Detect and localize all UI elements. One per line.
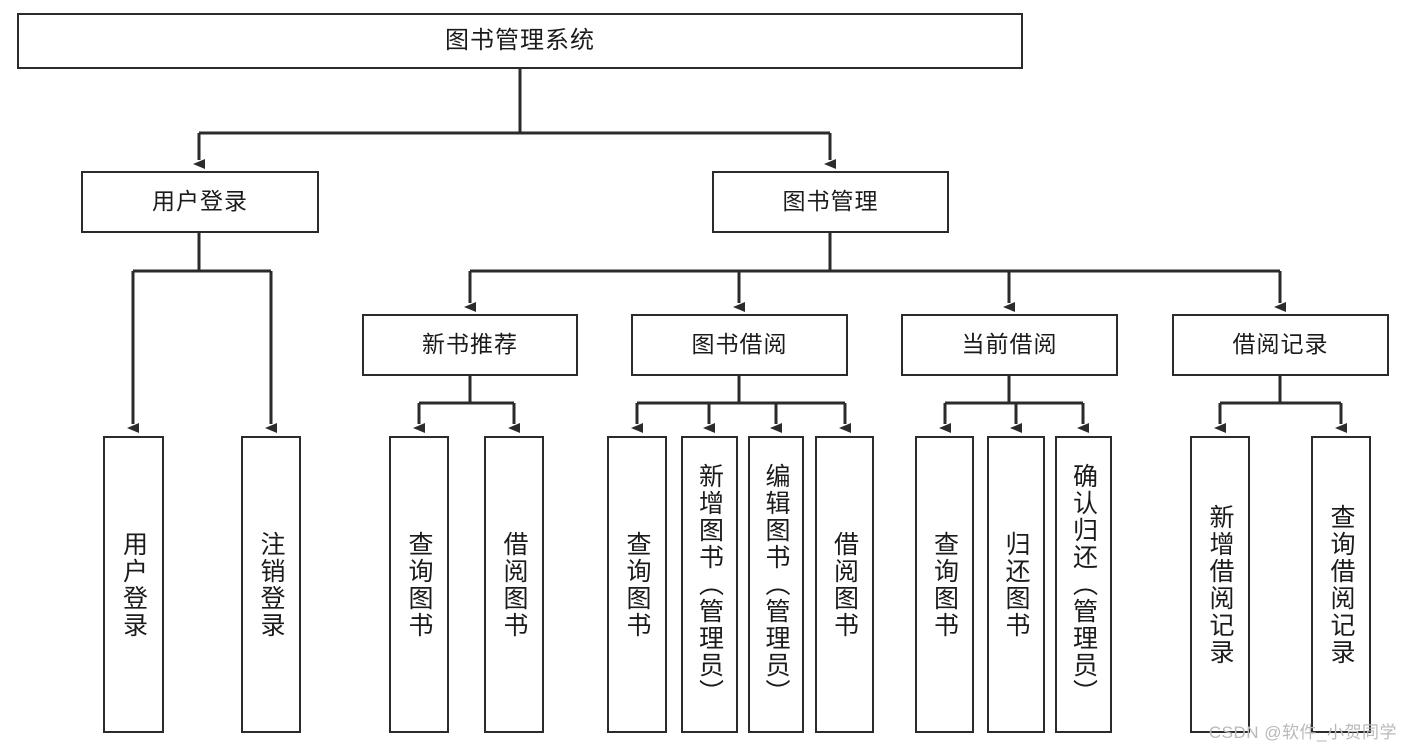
- node-current-borrow[interactable]: 当前借阅: [901, 314, 1118, 376]
- watermark: CSDN @软件_小贺同学: [1208, 723, 1397, 742]
- node-root[interactable]: 图书管理系统: [17, 13, 1023, 69]
- node-leaf-query-book-2[interactable]: 查询图书: [607, 436, 667, 733]
- node-book-manage-label: 图书管理: [782, 188, 879, 215]
- node-leaf-edit-book[interactable]: 编辑图书（管理员）: [748, 436, 804, 733]
- node-leaf-query-book-1-label: 查询图书: [405, 530, 433, 639]
- node-leaf-query-book-3[interactable]: 查询图书: [915, 436, 974, 733]
- node-leaf-return-book[interactable]: 归还图书: [987, 436, 1045, 733]
- node-leaf-logout-login-label: 注销登录: [257, 530, 285, 639]
- node-leaf-borrow-book-1-label: 借阅图书: [500, 530, 528, 639]
- node-leaf-logout-login[interactable]: 注销登录: [241, 436, 301, 733]
- node-root-label: 图书管理系统: [445, 26, 595, 54]
- node-book-borrow[interactable]: 图书借阅: [631, 314, 848, 376]
- node-leaf-add-record-label: 新增借阅记录: [1206, 503, 1234, 666]
- node-leaf-user-login-label: 用户登录: [119, 530, 148, 639]
- node-user-login[interactable]: 用户登录: [81, 171, 319, 233]
- node-current-borrow-label: 当前借阅: [961, 331, 1058, 358]
- node-leaf-add-book[interactable]: 新增图书（管理员）: [681, 436, 738, 733]
- node-leaf-query-book-1[interactable]: 查询图书: [389, 436, 449, 733]
- node-user-login-label: 用户登录: [152, 188, 248, 215]
- node-borrow-record[interactable]: 借阅记录: [1172, 314, 1389, 376]
- node-leaf-user-login[interactable]: 用户登录: [103, 436, 164, 733]
- node-leaf-add-book-label: 新增图书（管理员）: [695, 463, 724, 706]
- node-leaf-return-book-label: 归还图书: [1002, 530, 1030, 639]
- node-leaf-borrow-book-1[interactable]: 借阅图书: [484, 436, 544, 733]
- node-new-book-rec-label: 新书推荐: [422, 331, 518, 358]
- node-borrow-record-label: 借阅记录: [1232, 331, 1329, 358]
- node-leaf-query-record[interactable]: 查询借阅记录: [1311, 436, 1371, 733]
- node-leaf-confirm-return-label: 确认归还（管理员）: [1069, 463, 1098, 706]
- node-book-borrow-label: 图书借阅: [691, 331, 788, 358]
- node-leaf-add-record[interactable]: 新增借阅记录: [1190, 436, 1250, 733]
- node-new-book-rec[interactable]: 新书推荐: [362, 314, 578, 376]
- node-leaf-edit-book-label: 编辑图书（管理员）: [762, 463, 790, 706]
- node-leaf-borrow-book-2-label: 借阅图书: [830, 530, 859, 639]
- node-leaf-borrow-book-2[interactable]: 借阅图书: [815, 436, 874, 733]
- node-leaf-query-record-label: 查询借阅记录: [1327, 503, 1355, 666]
- node-leaf-query-book-3-label: 查询图书: [930, 530, 959, 639]
- node-leaf-confirm-return[interactable]: 确认归还（管理员）: [1055, 436, 1112, 733]
- node-book-manage[interactable]: 图书管理: [712, 171, 949, 233]
- node-leaf-query-book-2-label: 查询图书: [623, 530, 651, 639]
